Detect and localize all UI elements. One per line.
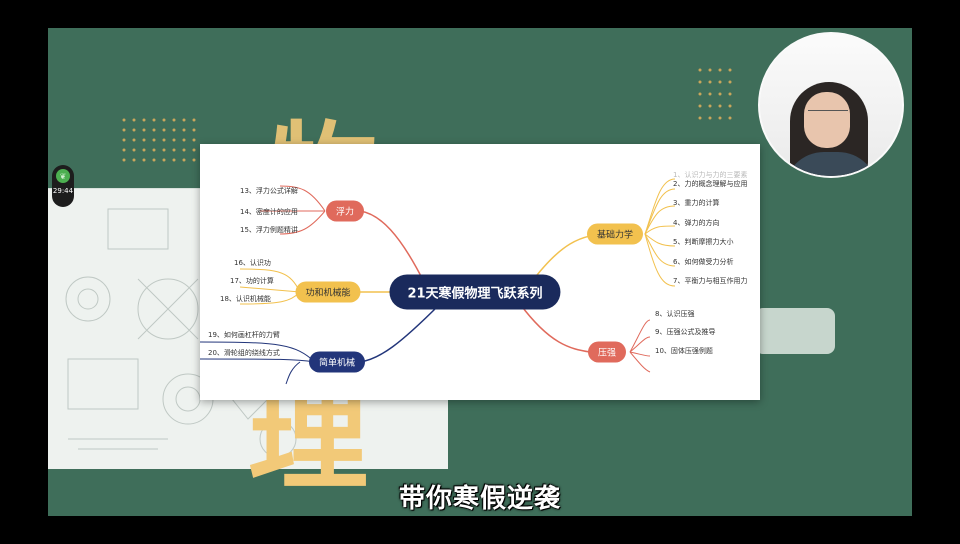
caption-subtitle: 带你寒假逆袭 [398, 484, 561, 514]
leaf-item: 8、认识压强 [655, 310, 695, 318]
decorative-panel [755, 308, 835, 354]
leaf-item: 16、认识功 [234, 259, 271, 267]
branch-simple-machines: 简单机械 [308, 351, 366, 373]
mind-map: 21天寒假物理飞跃系列 浮力 13、浮力公式详解 14、密度计的应用 15、浮力… [200, 144, 760, 400]
leaf-item: 6、如何做受力分析 [673, 258, 734, 266]
leaf-item: 10、固体压强例题 [655, 347, 713, 355]
leaf-item: 19、如何画杠杆的力臂 [208, 331, 280, 339]
leaf-item: 4、弹力的方向 [673, 219, 720, 227]
session-timer[interactable]: ❦ 29:44 [52, 165, 74, 207]
leaf-icon: ❦ [56, 169, 70, 183]
leaf-item: 9、压强公式及推导 [655, 328, 716, 336]
leaf-item: 20、滑轮组的绕线方式 [208, 349, 280, 357]
branch-pressure: 压强 [587, 341, 627, 363]
leaf-item: 7、平衡力与相互作用力 [673, 277, 748, 285]
dot-pattern-right [698, 68, 732, 120]
leaf-item: 15、浮力例题精讲 [240, 226, 298, 234]
presenter-webcam [758, 32, 904, 178]
branch-basic-mechanics: 基础力学 [586, 223, 644, 245]
center-node: 21天寒假物理飞跃系列 [389, 274, 561, 310]
leaf-item: 5、判断摩擦力大小 [673, 238, 734, 246]
branch-work-energy: 功和机械能 [295, 281, 361, 303]
leaf-item: 17、功的计算 [230, 277, 274, 285]
leaf-item: 18、认识机械能 [220, 295, 271, 303]
leaf-item: 13、浮力公式详解 [240, 187, 298, 195]
leaf-item: 1、认识力与力的三要素 [673, 171, 748, 179]
leaf-item: 3、重力的计算 [673, 199, 720, 207]
dot-pattern [122, 118, 196, 162]
timer-text: 29:44 [52, 187, 74, 195]
leaf-item: 14、密度计的应用 [240, 208, 298, 216]
leaf-item: 2、力的概念理解与应用 [673, 180, 748, 188]
branch-buoyancy: 浮力 [325, 200, 365, 222]
